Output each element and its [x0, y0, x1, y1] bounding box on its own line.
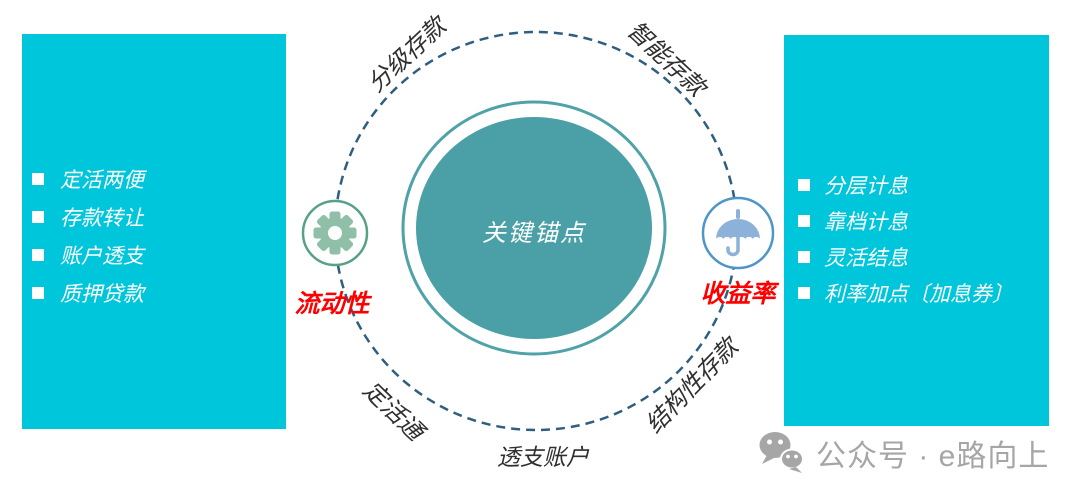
- bullet-square-icon: [798, 287, 810, 299]
- list-item-label: 分层计息: [824, 175, 908, 198]
- gear-node: [301, 199, 369, 267]
- bullet-square-icon: [32, 249, 44, 261]
- bullet-square-icon: [798, 215, 810, 227]
- list-item-label: 定活两便: [60, 169, 144, 192]
- bullet-square-icon: [32, 173, 44, 185]
- list-item: 靠档计息: [798, 208, 1049, 234]
- center-circle: [416, 117, 652, 339]
- list-item: 存款转让: [32, 204, 286, 230]
- list-item-label: 靠档计息: [824, 211, 908, 234]
- list-item: 账户透支: [32, 242, 286, 268]
- yield-label: 收益率: [700, 280, 776, 308]
- left-panel: 定活两便 存款转让 账户透支 质押贷款: [22, 34, 286, 429]
- list-item: 定活两便: [32, 166, 286, 192]
- wechat-icon: [759, 432, 804, 473]
- watermark: 公众号 · e路向上: [758, 431, 1049, 475]
- bullet-square-icon: [32, 211, 44, 223]
- umbrella-node: [701, 196, 775, 270]
- list-item-label: 利率加点〔加息券〕: [824, 283, 1013, 306]
- list-item: 灵活结息: [798, 244, 1049, 270]
- bullet-square-icon: [32, 287, 44, 299]
- watermark-text: 公众号 · e路向上: [816, 440, 1050, 473]
- right-panel: 分层计息 靠档计息 灵活结息 利率加点〔加息券〕: [784, 35, 1049, 426]
- liquidity-label: 流动性: [294, 290, 370, 318]
- list-item-label: 灵活结息: [824, 247, 908, 270]
- list-item: 分层计息: [798, 172, 1049, 198]
- list-item: 利率加点〔加息券〕: [798, 280, 1049, 306]
- orbit-label-bottom-center: 透支账户: [497, 444, 589, 470]
- list-item-label: 质押贷款: [60, 283, 144, 306]
- center-circle-label: 关键锚点: [482, 220, 586, 247]
- list-item-label: 存款转让: [60, 207, 144, 230]
- list-item-label: 账户透支: [60, 245, 144, 268]
- bullet-square-icon: [798, 179, 810, 191]
- umbrella-icon: [716, 209, 760, 257]
- gear-icon: [313, 211, 357, 255]
- bullet-square-icon: [798, 251, 810, 263]
- list-item: 质押贷款: [32, 280, 286, 306]
